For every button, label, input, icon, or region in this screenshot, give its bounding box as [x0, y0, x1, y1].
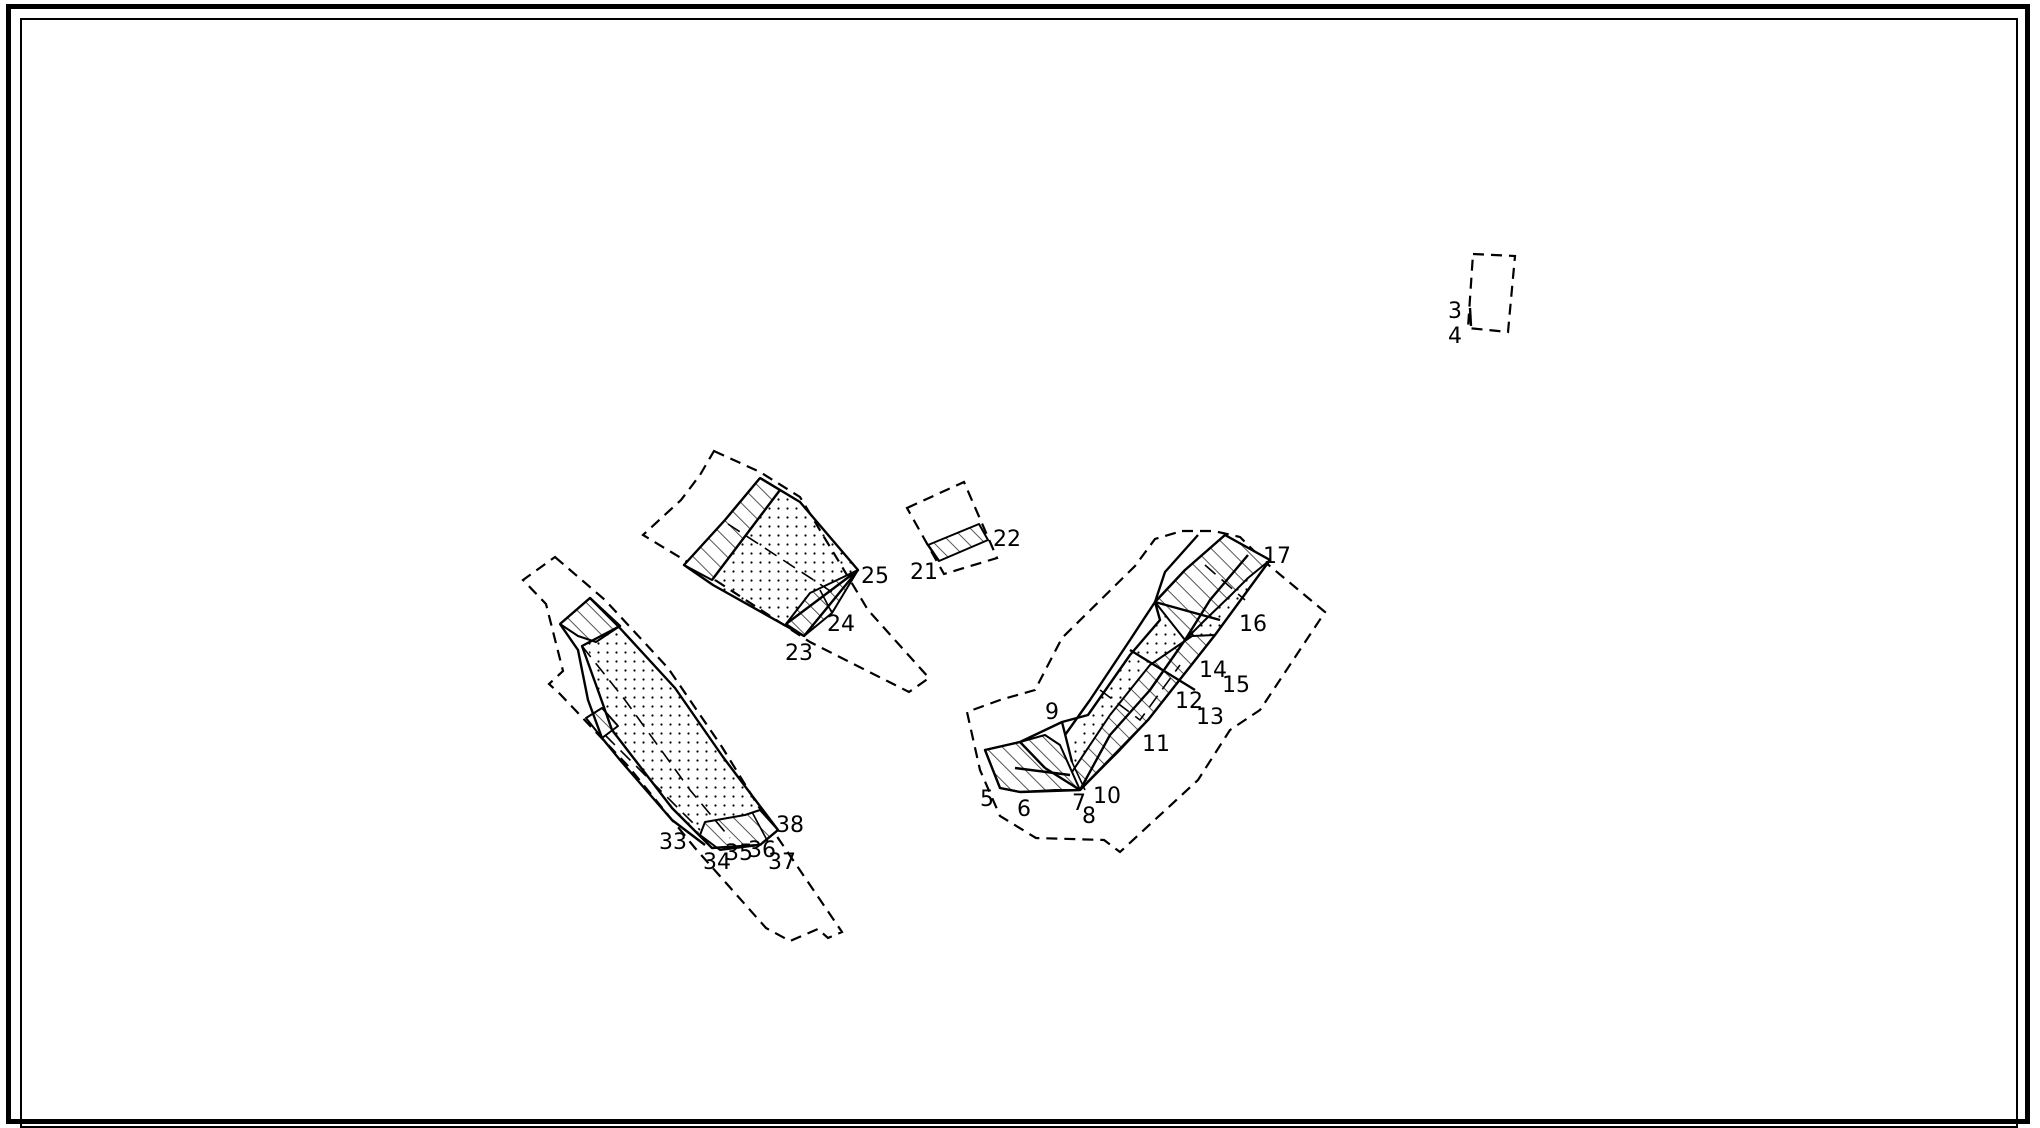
point-label-35: 35 — [725, 841, 753, 866]
hatched-strip — [927, 523, 989, 562]
point-label-14: 14 — [1199, 658, 1227, 683]
outer-edge — [983, 533, 1272, 794]
point-label-17: 17 — [1263, 544, 1291, 569]
parcel-group-33-38 — [521, 555, 844, 943]
boundary-outline — [965, 529, 1327, 854]
point-label-38: 38 — [776, 813, 804, 838]
cross-line — [1129, 648, 1196, 692]
point-label-10: 10 — [1093, 784, 1121, 809]
point-label-23: 23 — [785, 641, 813, 666]
point-label-21: 21 — [910, 560, 938, 585]
inner-edge — [1064, 534, 1199, 736]
parcel-group-21-22 — [905, 480, 999, 576]
cross-line — [1154, 600, 1221, 622]
point-label-7: 7 — [1072, 791, 1086, 816]
point-label-37: 37 — [768, 850, 796, 875]
dashed-line-a — [581, 645, 731, 839]
point-label-24: 24 — [827, 612, 855, 637]
dashed-line-b — [1099, 664, 1181, 722]
inner-edge-2 — [1078, 554, 1249, 791]
edge — [927, 544, 940, 562]
point-label-4: 4 — [1448, 324, 1462, 349]
cross-line — [751, 811, 769, 843]
point-label-25: 25 — [861, 564, 889, 589]
dashed-line-b — [604, 734, 701, 831]
leader-24 — [819, 589, 833, 614]
outer-edge-left — [559, 596, 761, 850]
parcel-group-3-4 — [1466, 252, 1517, 334]
point-label-8: 8 — [1082, 804, 1096, 829]
cross-line — [1014, 766, 1071, 777]
point-label-6: 6 — [1017, 797, 1031, 822]
cross-line — [711, 489, 781, 581]
point-label-12: 12 — [1175, 689, 1203, 714]
boundary-outline — [641, 449, 931, 694]
point-label-13: 13 — [1196, 705, 1224, 730]
cross-line — [1019, 741, 1046, 769]
point-label-15: 15 — [1222, 673, 1250, 698]
point-label-11: 11 — [1142, 732, 1170, 757]
hatched-band-lower — [785, 569, 859, 637]
dashed-line-a — [1204, 564, 1246, 601]
point-label-5: 5 — [980, 787, 994, 812]
cross-line — [785, 569, 859, 625]
boundary-outline — [1466, 252, 1517, 334]
segment-3-4 — [1468, 307, 1473, 327]
point-label-3: 3 — [1448, 299, 1462, 324]
point-label-34: 34 — [703, 850, 731, 875]
point-label-9: 9 — [1045, 700, 1059, 725]
leader-8 — [1071, 761, 1086, 791]
edge-inner-left — [559, 623, 706, 846]
point-label-22: 22 — [993, 527, 1021, 552]
point-label-33: 33 — [659, 830, 687, 855]
dotted-area — [560, 598, 778, 848]
parcel-group-23-25 — [641, 449, 931, 694]
point-label-36: 36 — [748, 838, 776, 863]
boundary-outline — [521, 555, 844, 943]
parcel-group-5-17 — [965, 529, 1327, 854]
cross-line — [1060, 721, 1074, 763]
outer-edge — [682, 476, 860, 638]
point-label-16: 16 — [1239, 612, 1267, 637]
